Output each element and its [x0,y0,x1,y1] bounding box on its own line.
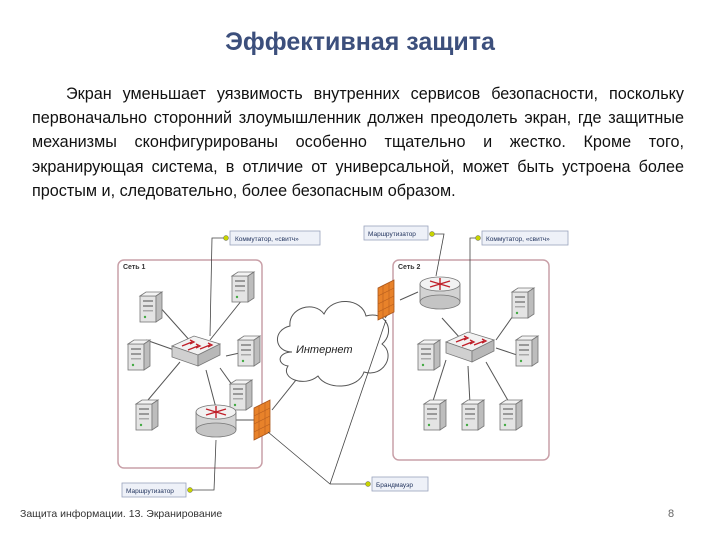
router-icon [195,404,237,438]
network-2-frame [392,259,550,461]
network-1-frame [117,259,263,469]
cloud-label: Интернет [296,344,353,356]
callout-firewall: Брандмауэр [376,482,413,489]
server-icon [237,335,261,367]
callout-router-bottom: Маршрутизатор [126,488,174,495]
server-icon [229,379,253,411]
server-icon [511,287,535,319]
callout-switch-1: Коммутатор, «свитч» [235,236,299,243]
footer-caption: Защита информации. 13. Экранирование [20,508,223,520]
firewall-icon [253,399,271,441]
firewall-icon [377,279,395,321]
page-number: 8 [668,508,675,520]
server-icon [499,399,523,431]
server-icon [127,339,151,371]
network-1-label: Сеть 1 [123,264,146,271]
body-paragraph: Экран уменьшает уязвимость внутренних се… [32,85,684,200]
router-icon [419,276,461,310]
server-icon [515,335,539,367]
server-icon [461,399,485,431]
server-icon [231,271,255,303]
server-icon [139,291,163,323]
server-icon [417,339,441,371]
cloud-icon [277,301,389,387]
switch-icon [171,335,221,367]
server-icon [135,399,159,431]
network-2-label: Сеть 2 [398,264,421,271]
callout-router-top: Маршрутизатор [368,231,416,238]
switch-icon [445,331,495,363]
server-icon [423,399,447,431]
callout-switch-2: Коммутатор, «свитч» [486,236,550,243]
slide-title: Эффективная защита [225,28,495,56]
